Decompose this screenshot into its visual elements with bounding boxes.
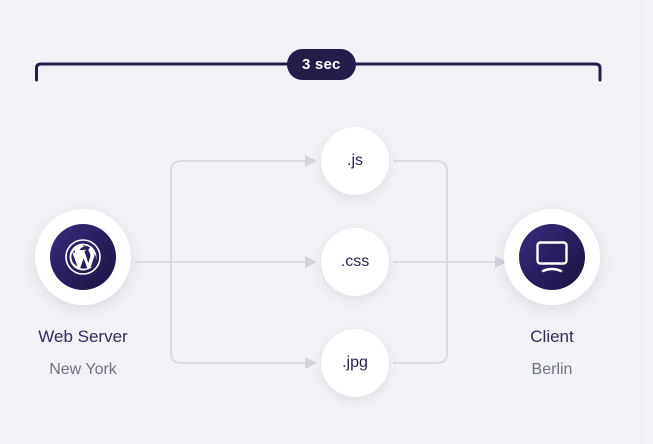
arrowhead-merge-to-client [495,256,507,268]
node-web-server[interactable] [35,209,131,305]
edge-js-to-merge [393,160,448,262]
node-asset-css[interactable]: .css [321,228,389,296]
caption-client: Client Berlin [467,326,637,380]
caption-web-server: Web Server New York [0,326,168,380]
server-primary-label: Web Server [38,327,128,346]
client-primary-label: Client [530,327,574,346]
asset-js-label: .js [347,152,363,169]
arrowhead-server-to-js [305,155,317,167]
asset-jpg-label: .jpg [342,354,368,371]
node-client[interactable] [504,209,600,305]
edge-server-to-js [170,160,305,262]
node-asset-jpg[interactable]: .jpg [321,329,389,397]
node-asset-js[interactable]: .js [321,127,389,195]
timing-badge: 3 sec [287,49,356,80]
monitor-icon [536,241,568,273]
edge-jpg-to-merge [393,262,448,364]
edge-server-to-jpg [170,262,305,364]
client-secondary-label: Berlin [531,361,573,378]
wordpress-icon [65,239,101,275]
arrowhead-server-to-jpg [305,357,317,369]
canvas-right-edge [643,0,653,444]
server-secondary-label: New York [49,361,117,378]
arrowhead-server-to-css [305,256,317,268]
client-icon-disc [519,224,585,290]
server-icon-disc [50,224,116,290]
asset-css-label: .css [340,253,370,270]
